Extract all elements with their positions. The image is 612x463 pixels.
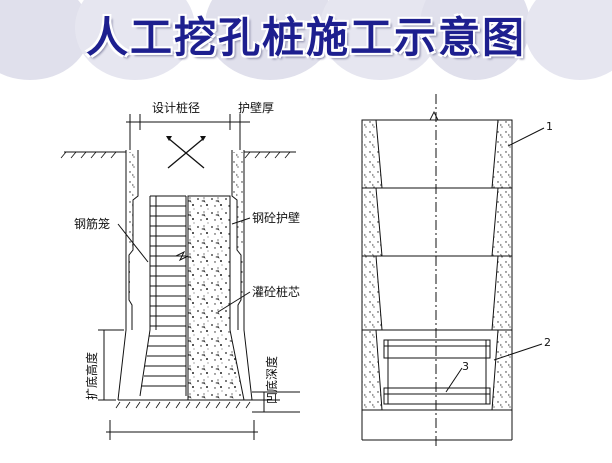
callout-3: 3 xyxy=(462,360,469,373)
pile-section-diagram xyxy=(60,114,300,440)
shaft-elevation-diagram xyxy=(361,94,545,448)
label-wall-thickness: 护壁厚 xyxy=(238,100,274,115)
formwork-frame-upper xyxy=(383,339,491,359)
leader-cage xyxy=(117,223,149,263)
callout-2: 2 xyxy=(544,336,551,349)
formwork-frame-lower xyxy=(383,387,491,405)
wall-left-outer xyxy=(117,150,127,401)
leader-core xyxy=(217,291,251,313)
wall-right-outer xyxy=(243,150,253,401)
page-title: 人工挖孔桩施工示意图 xyxy=(85,13,526,62)
rebar-cage-left xyxy=(139,196,151,397)
label-rebar-cage: 钢筋笼 xyxy=(74,216,110,231)
callout-1: 1 xyxy=(546,120,553,133)
label-flare-height: 扩底高度 xyxy=(84,352,99,400)
leader-3 xyxy=(445,367,463,393)
label-bottom-depth: 凹底深度 xyxy=(264,356,279,404)
label-design-diameter: 设计桩径 xyxy=(152,100,200,115)
leader-1 xyxy=(507,127,545,147)
concrete-core xyxy=(187,195,245,401)
label-pile-core: 灌砼桩芯 xyxy=(252,284,300,299)
leader-2 xyxy=(493,343,543,361)
label-concrete-wall: 钢砼护壁 xyxy=(252,210,300,225)
leader-wall xyxy=(231,217,251,225)
